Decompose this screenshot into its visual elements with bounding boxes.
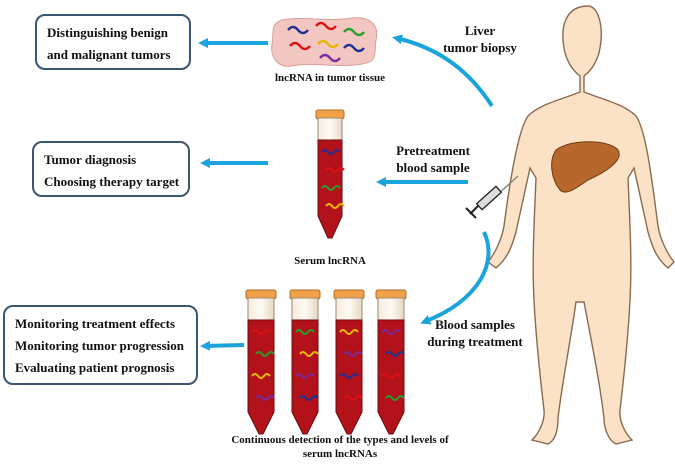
label-liver-biopsy-line: tumor biopsy	[443, 40, 517, 55]
serum-tube-icon	[315, 109, 345, 239]
liver-icon	[551, 141, 620, 193]
arrow-biopsy	[392, 34, 494, 108]
outcome-box-pretreatment: Tumor diagnosis Choosing therapy target	[32, 141, 190, 197]
arrow-treatment	[420, 231, 491, 325]
arrow-continuous-to-outcome	[200, 340, 245, 351]
outcome-box-treatment: Monitoring treatment effects Monitoring …	[3, 305, 198, 385]
label-during-treatment-line: Blood samples	[435, 317, 515, 332]
outcome-tissue-line: and malignant tumors	[47, 47, 171, 62]
outcome-box-tissue: Distinguishing benign and malignant tumo…	[35, 14, 191, 70]
label-pretreatment: Pretreatment blood sample	[378, 142, 488, 176]
label-during-treatment-line: during treatment	[427, 334, 523, 349]
caption-continuous-line: Continuous detection of the types and le…	[231, 434, 449, 446]
outcome-pretreatment-line: Choosing therapy target	[44, 174, 180, 189]
treatment-tube-icon	[245, 289, 277, 435]
label-liver-biopsy: Liver tumor biopsy	[425, 22, 535, 56]
human-body-icon	[487, 5, 675, 445]
label-pretreatment-line: blood sample	[396, 160, 470, 175]
outcome-treatment-line: Monitoring treatment effects	[15, 316, 176, 331]
caption-tumor-tissue: lncRNA in tumor tissue	[274, 72, 386, 84]
treatment-tube-icon	[289, 289, 321, 435]
outcome-tissue-line: Distinguishing benign	[47, 25, 169, 40]
outcome-treatment-line: Evaluating patient prognosis	[15, 360, 175, 375]
label-liver-biopsy-line: Liver	[464, 23, 496, 38]
treatment-tube-icon	[333, 289, 365, 435]
label-pretreatment-line: Pretreatment	[396, 143, 470, 158]
outcome-treatment-line: Monitoring tumor progression	[15, 338, 185, 353]
caption-continuous-detection: Continuous detection of the types and le…	[180, 433, 500, 461]
tumor-tissue-icon	[271, 17, 378, 67]
caption-serum-lncrna: Serum lncRNA	[294, 255, 366, 267]
caption-continuous-line: serum lncRNAs	[302, 448, 378, 460]
outcome-pretreatment-line: Tumor diagnosis	[44, 152, 137, 167]
label-during-treatment: Blood samples during treatment	[410, 316, 540, 350]
syringe-icon	[465, 175, 519, 219]
treatment-tube-icon	[375, 289, 407, 435]
